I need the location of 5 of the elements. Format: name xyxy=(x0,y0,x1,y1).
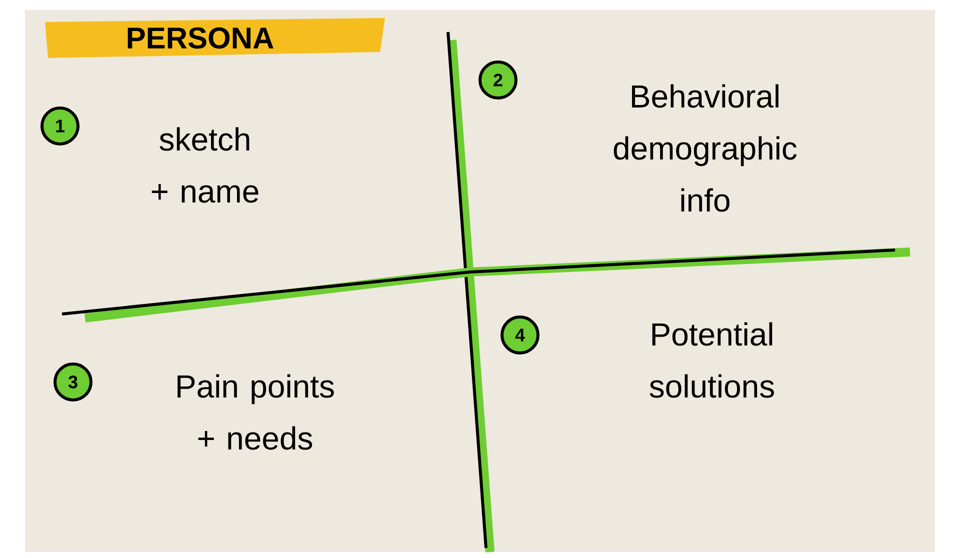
quadrant-text: sketch + name xyxy=(152,127,258,203)
title: PERSONA xyxy=(45,18,385,58)
quadrant-text: Potential solutions xyxy=(650,322,774,398)
quadrant-text: Pain points + needs xyxy=(178,374,334,450)
quadrant-text: Behavioral demographic info xyxy=(614,84,797,212)
